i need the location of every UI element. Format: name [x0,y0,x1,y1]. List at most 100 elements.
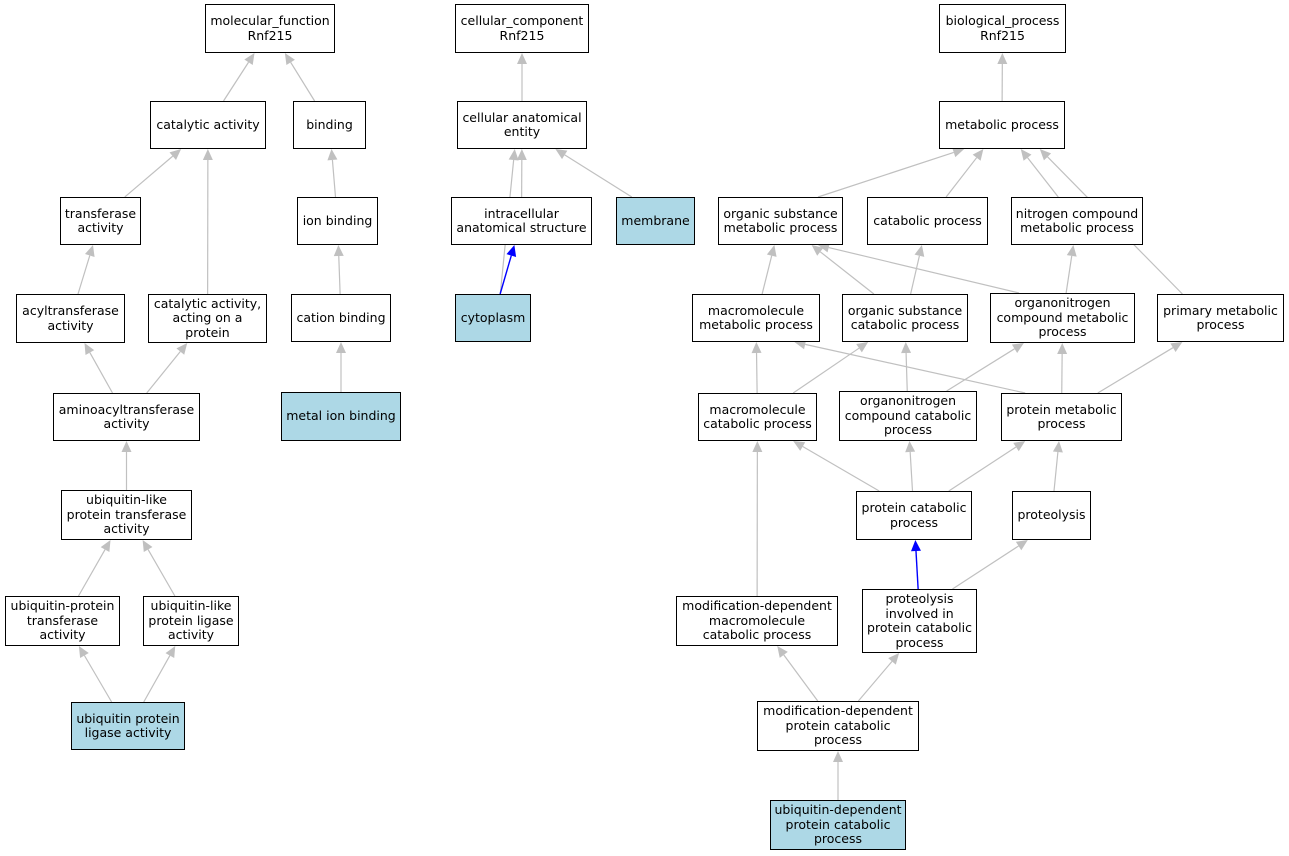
arrowhead-osmp-to-metabolic [952,147,965,158]
edge-aminoacyl-to-cat_protein [146,351,181,394]
edge-aminoacyl-to-acyltransferase [89,352,114,394]
node-membrane[interactable]: membrane [616,197,695,245]
arrowhead-cation_binding-to-ion_binding [333,245,344,257]
arrowhead-oscp-to-osmp [811,245,824,256]
node-molecular-function-root[interactable]: molecular_function Rnf215 [205,4,335,53]
arrowhead-occp-to-ocmp [1011,343,1024,354]
node-ubiquitin-protein-ligase-activity[interactable]: ubiquitin protein ligase activity [71,702,185,750]
node-organic-substance-metabolic-process[interactable]: organic substance metabolic process [718,197,843,245]
arrowhead-ubl_transferase-to-aminoacyl [121,441,132,452]
arrowhead-md_pcp-to-pipcp [888,653,900,665]
arrowhead-catalytic-to-mf_root [244,53,255,65]
node-organonitrogen-compound-metabolic-process[interactable]: organonitrogen compound metabolic proces… [990,293,1135,343]
node-cellular-anatomical-entity[interactable]: cellular anatomical entity [457,101,587,149]
arrowhead-ion_binding-to-binding [327,149,338,161]
edge-cytoplasm-to-ias [499,255,512,295]
node-cation-binding[interactable]: cation binding [291,294,391,342]
node-modification-dependent-macromolecule-catabolic-process[interactable]: modification-dependent macromolecule cat… [676,596,838,646]
node-nitrogen-compound-metabolic-process[interactable]: nitrogen compound metabolic process [1011,197,1143,245]
edge-proteolysis-to-protein_mp [1053,451,1059,492]
node-aminoacyltransferase-activity[interactable]: aminoacyltransferase activity [53,393,200,441]
arrowhead-proteolysis-to-protein_mp [1052,441,1063,453]
edge-mcp-to-oscp [792,347,860,394]
node-ubiquitin-like-protein-transferase-activity[interactable]: ubiquitin-like protein transferase activ… [61,490,192,540]
arrowhead-pipcp-to-proteolysis [1015,540,1028,551]
arrowhead-oscp-to-catabolic [914,245,925,257]
edge-pcp-to-occp [909,451,914,492]
node-metal-ion-binding[interactable]: metal ion binding [281,392,401,441]
arrowhead-ocmp-to-ncmp [1066,245,1077,257]
node-ubiquitin-protein-transferase-activity[interactable]: ubiquitin-protein transferase activity [5,596,120,646]
edge-mmp-to-osmp [761,255,773,295]
arrowhead-mmp-to-osmp [766,245,777,257]
edge-ub_ligase-to-ub_protein_transferase [83,655,113,703]
edge-occp-to-ocmp [946,348,1015,392]
edge-acyltransferase-to-transferase [77,255,91,295]
node-modification-dependent-protein-catabolic-process[interactable]: modification-dependent protein catabolic… [757,701,919,751]
node-macromolecule-catabolic-process[interactable]: macromolecule catabolic process [698,393,817,441]
arrowhead-ub_ligase-to-ubl_ligase [165,646,176,659]
node-transferase-activity[interactable]: transferase activity [60,197,141,245]
node-organic-substance-catabolic-process[interactable]: organic substance catabolic process [842,294,968,342]
arrowhead-md_pcp-to-md_mcp [777,646,788,658]
node-primary-metabolic-process[interactable]: primary metabolic process [1157,294,1284,342]
node-intracellular-anatomical-structure[interactable]: intracellular anatomical structure [451,197,592,245]
arrowhead-metal_ion-to-cation_binding [336,342,346,353]
edge-cation_binding-to-ion_binding [338,255,341,295]
edge-ubl_ligase-to-ubl_transferase [147,549,176,597]
arrowhead-mcp-to-mmp [751,342,762,354]
node-organonitrogen-compound-catabolic-process[interactable]: organonitrogen compound catabolic proces… [839,391,977,441]
node-protein-metabolic-process[interactable]: protein metabolic process [1001,393,1122,441]
edge-protein_mp-to-mmp [805,343,1026,394]
node-ubiquitin-like-protein-ligase-activity[interactable]: ubiquitin-like protein ligase activity [143,596,239,646]
node-acyltransferase-activity[interactable]: acyltransferase activity [16,294,125,343]
node-protein-catabolic-process[interactable]: protein catabolic process [856,491,972,540]
arrowhead-ub_protein_transferase-to-ubl_transferase [100,540,111,553]
arrowhead-metabolic-to-bp_root [997,53,1008,65]
node-proteolysis[interactable]: proteolysis [1012,491,1091,540]
node-catalytic-activity[interactable]: catalytic activity [150,101,266,149]
arrowhead-pcp-to-protein_mp [1013,441,1026,452]
node-proteolysis-involved-in-protein-catabolic-process[interactable]: proteolysis involved in protein cataboli… [862,589,977,653]
node-catalytic-activity-acting-on-protein[interactable]: catalytic activity, acting on a protein [148,294,267,343]
edge-oscp-to-catabolic [910,255,920,295]
node-biological-process-root[interactable]: biological_process Rnf215 [939,4,1066,53]
edge-ocmp-to-osmp [828,246,1020,294]
arrowhead-cytoplasm-to-cae [508,149,519,161]
edge-membrane-to-cae [564,154,633,198]
arrowhead-ubl_ligase-to-ubl_transferase [142,540,153,553]
arrowhead-ncmp-to-metabolic [1020,149,1032,161]
edge-pcp-to-protein_mp [948,446,1017,492]
arrowhead-pipcp-to-pcp [910,540,921,552]
arrowhead-catabolic-to-metabolic [972,149,984,161]
node-ubiquitin-dependent-protein-catabolic-process[interactable]: ubiquitin-dependent protein catabolic pr… [770,800,906,850]
arrowhead-mcp-to-oscp [856,342,869,353]
edge-ion_binding-to-binding [331,159,337,198]
node-macromolecule-metabolic-process[interactable]: macromolecule metabolic process [692,294,820,342]
arrowhead-membrane-to-cae [555,149,568,160]
edge-catabolic-to-metabolic [945,157,978,198]
arrowhead-cat_protein-to-catalytic [202,149,213,161]
edge-pipcp-to-proteolysis [952,545,1019,590]
arrowhead-binding-to-mf_root [284,53,295,65]
node-metabolic-process[interactable]: metabolic process [939,101,1065,149]
arrowhead-occp-to-oscp [901,342,912,354]
node-cellular-component-root[interactable]: cellular_component Rnf215 [455,4,589,53]
edge-catalytic-to-mf_root [222,61,250,102]
edge-protein_mp-to-pmp [1097,347,1174,394]
arrowhead-ub_ligase-to-ub_protein_transferase [78,646,89,659]
arrowhead-ias-to-cae [516,149,527,161]
arrowhead-transferase-to-catalytic [169,149,182,160]
node-cytoplasm[interactable]: cytoplasm [455,294,531,342]
edge-binding-to-mf_root [290,62,316,102]
edge-md_pcp-to-pipcp [857,660,893,702]
arrowhead-pcp-to-mcp [793,441,806,451]
edge-osmp-to-metabolic [817,151,954,198]
edge-ub_protein_transferase-to-ubl_transferase [77,549,106,597]
node-ion-binding[interactable]: ion binding [297,197,378,245]
edge-transferase-to-catalytic [124,155,174,198]
node-catabolic-process[interactable]: catabolic process [867,197,988,245]
edge-pcp-to-mcp [802,446,880,492]
node-binding[interactable]: binding [293,101,366,149]
